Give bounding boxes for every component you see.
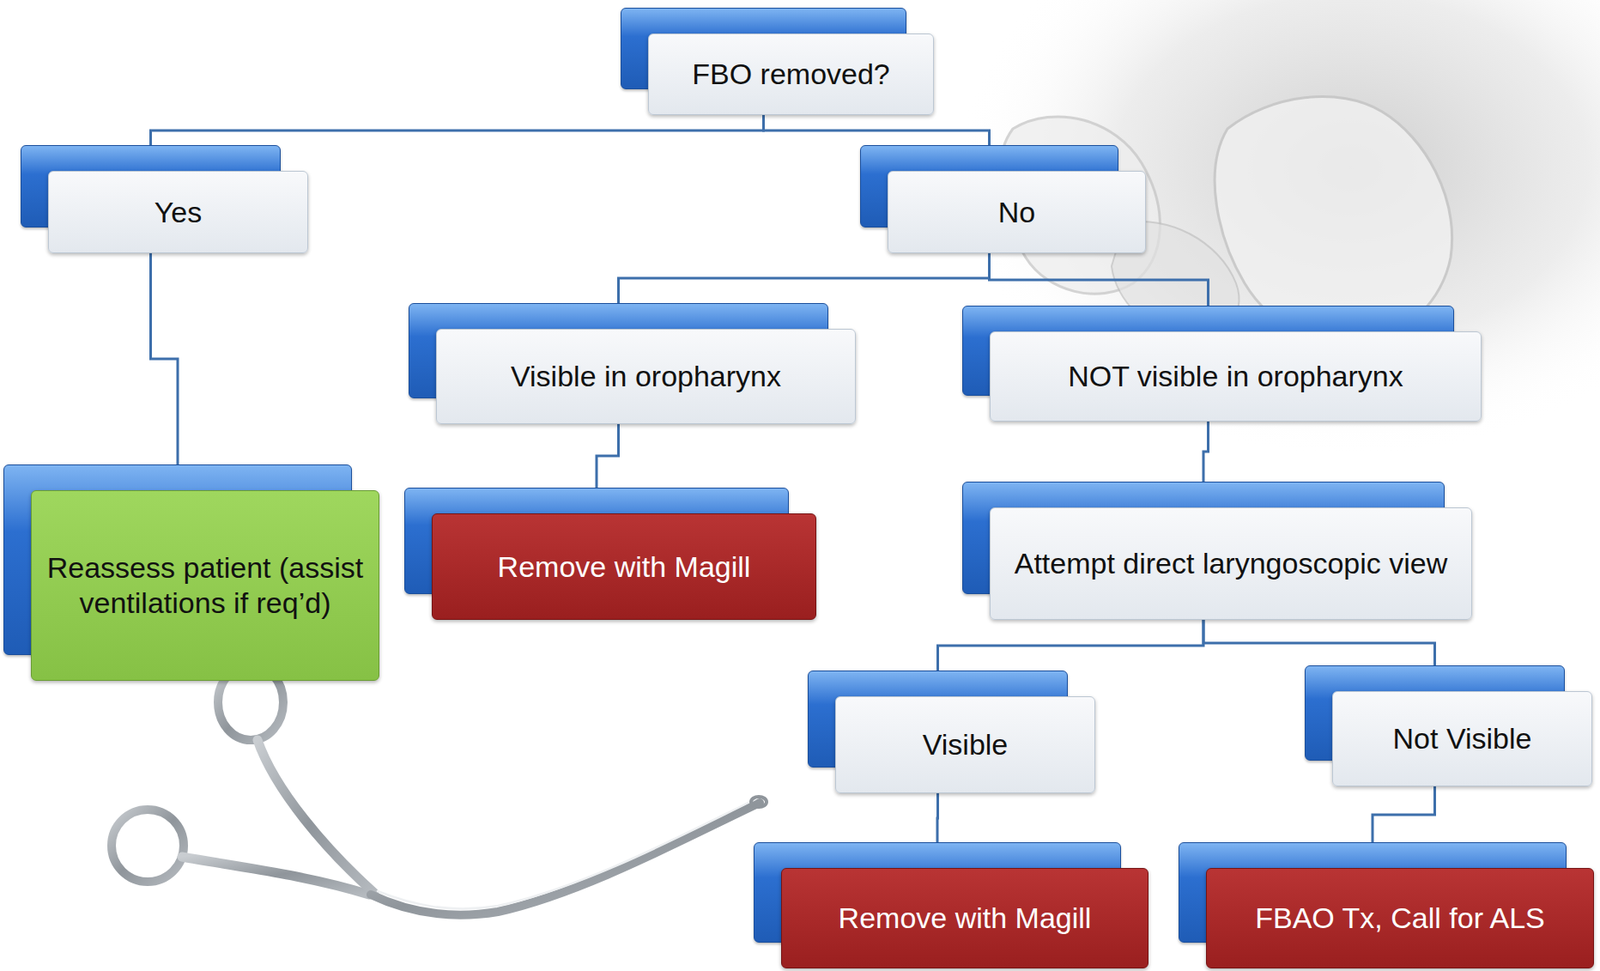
connector-line [596,424,619,488]
connector-line [1372,786,1436,843]
connector-line [936,793,940,843]
step-box: No [860,145,1146,254]
box-face: Visible [835,696,1096,794]
connector-line [938,619,1205,671]
action-box: Remove with Magill [753,842,1149,969]
connector-line [1203,619,1436,666]
connector-line [618,253,990,304]
box-label: FBAO Tx, Call for ALS [1254,900,1546,936]
box-face: Reassess patient (assist ventilations if… [30,490,380,681]
box-face: Not Visible [1332,690,1593,787]
box-label: Yes [154,194,202,231]
connector-line [763,115,990,146]
box-face: FBO removed? [648,33,934,116]
box-label: Visible [922,727,1009,763]
box-face: FBAO Tx, Call for ALS [1206,867,1594,969]
box-label: Attempt direct laryngoscopic view [1014,545,1449,582]
box-label: Reassess patient (assist ventilations if… [43,550,367,621]
step-box: Visible in oropharynx [408,303,856,425]
connector-line [151,115,764,146]
step-box: NOT visible in oropharynx [962,305,1482,422]
action-box: FBAO Tx, Call for ALS [1178,842,1594,969]
box-face: NOT visible in oropharynx [989,331,1482,422]
box-label: Remove with Magill [497,549,752,585]
forceps-arm [257,739,375,893]
forceps-shaft [370,802,760,916]
box-label: Remove with Magill [838,900,1092,936]
outcome-box: Reassess patient (assist ventilations if… [3,464,380,681]
box-label: Visible in oropharynx [510,358,782,394]
box-face: Visible in oropharynx [436,328,856,425]
connector-line [151,253,179,465]
step-box: Not Visible [1304,665,1593,787]
magill-forceps [111,664,767,916]
step-box: Visible [807,670,1096,794]
box-face: Attempt direct laryngoscopic view [989,507,1473,620]
box-face: No [887,170,1146,254]
step-box: Yes [20,145,309,254]
step-box: Attempt direct laryngoscopic view [962,481,1473,620]
box-face: Remove with Magill [431,513,817,620]
connector-line [989,253,1209,306]
box-label: No [998,194,1036,231]
box-face: Remove with Magill [781,867,1149,969]
box-label: Not Visible [1393,721,1533,757]
step-box: FBO removed? [620,7,934,116]
forceps-highlight [377,799,756,909]
box-label: NOT visible in oropharynx [1067,358,1404,394]
forceps-ring [111,809,184,882]
connector-line [1203,421,1209,482]
action-box: Remove with Magill [404,487,817,620]
box-face: Yes [48,170,309,254]
box-label: FBO removed? [691,56,891,92]
forceps-tip [751,796,767,807]
